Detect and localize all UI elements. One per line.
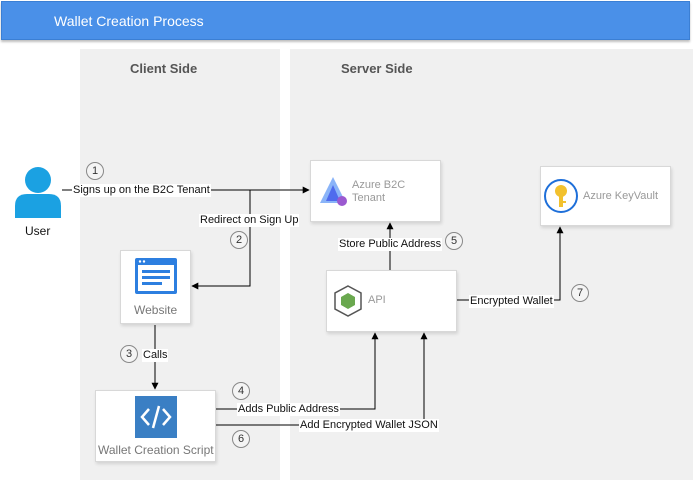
edge-2-label: Redirect on Sign Up bbox=[199, 214, 300, 227]
website-icon bbox=[135, 258, 177, 294]
edge-4-label: Adds Public Address bbox=[237, 403, 340, 416]
user-icon bbox=[15, 167, 61, 218]
azure-b2c-label-line2: Tenant bbox=[352, 192, 386, 204]
api-icon bbox=[334, 285, 362, 317]
code-icon bbox=[135, 396, 177, 438]
server-side-title: Server Side bbox=[341, 61, 413, 76]
wallet-creation-script-node: Wallet Creation Script bbox=[95, 390, 216, 462]
step-marker-3: 3 bbox=[120, 345, 138, 363]
script-label: Wallet Creation Script bbox=[98, 443, 214, 457]
step-marker-2: 2 bbox=[230, 231, 248, 249]
website-node: Website bbox=[120, 250, 191, 324]
step-marker-1: 1 bbox=[86, 162, 104, 180]
edge-3-label: Calls bbox=[142, 349, 169, 362]
step-marker-6: 6 bbox=[232, 430, 250, 448]
keyvault-label: Azure KeyVault bbox=[583, 190, 659, 202]
website-label: Website bbox=[134, 303, 178, 317]
client-side-title: Client Side bbox=[130, 61, 198, 76]
edge-1-label: Signs up on the B2C Tenant bbox=[72, 184, 211, 197]
step-marker-4: 4 bbox=[232, 382, 250, 400]
api-node: API bbox=[326, 270, 457, 332]
azure-keyvault-node: Azure KeyVault bbox=[540, 166, 671, 226]
azure-b2c-icon bbox=[320, 177, 347, 206]
api-label: API bbox=[368, 294, 386, 306]
server-side-lane: Server Side bbox=[290, 49, 693, 480]
edge-5-label: Store Public Address bbox=[338, 238, 443, 251]
header-bar: Wallet Creation Process bbox=[1, 1, 690, 40]
edge-7-line bbox=[457, 226, 564, 301]
keyvault-icon bbox=[544, 179, 578, 213]
azure-b2c-tenant-node: Azure B2C Tenant bbox=[310, 160, 441, 222]
step-marker-5: 5 bbox=[445, 232, 463, 250]
azure-b2c-label-line1: Azure B2C bbox=[352, 179, 406, 191]
user-label: User bbox=[25, 224, 51, 238]
step-marker-7: 7 bbox=[571, 284, 589, 302]
diagram-title: Wallet Creation Process bbox=[54, 13, 204, 29]
edge-7-label: Encrypted Wallet bbox=[469, 295, 554, 308]
edge-6-label: Add Encrypted Wallet JSON bbox=[299, 419, 439, 432]
